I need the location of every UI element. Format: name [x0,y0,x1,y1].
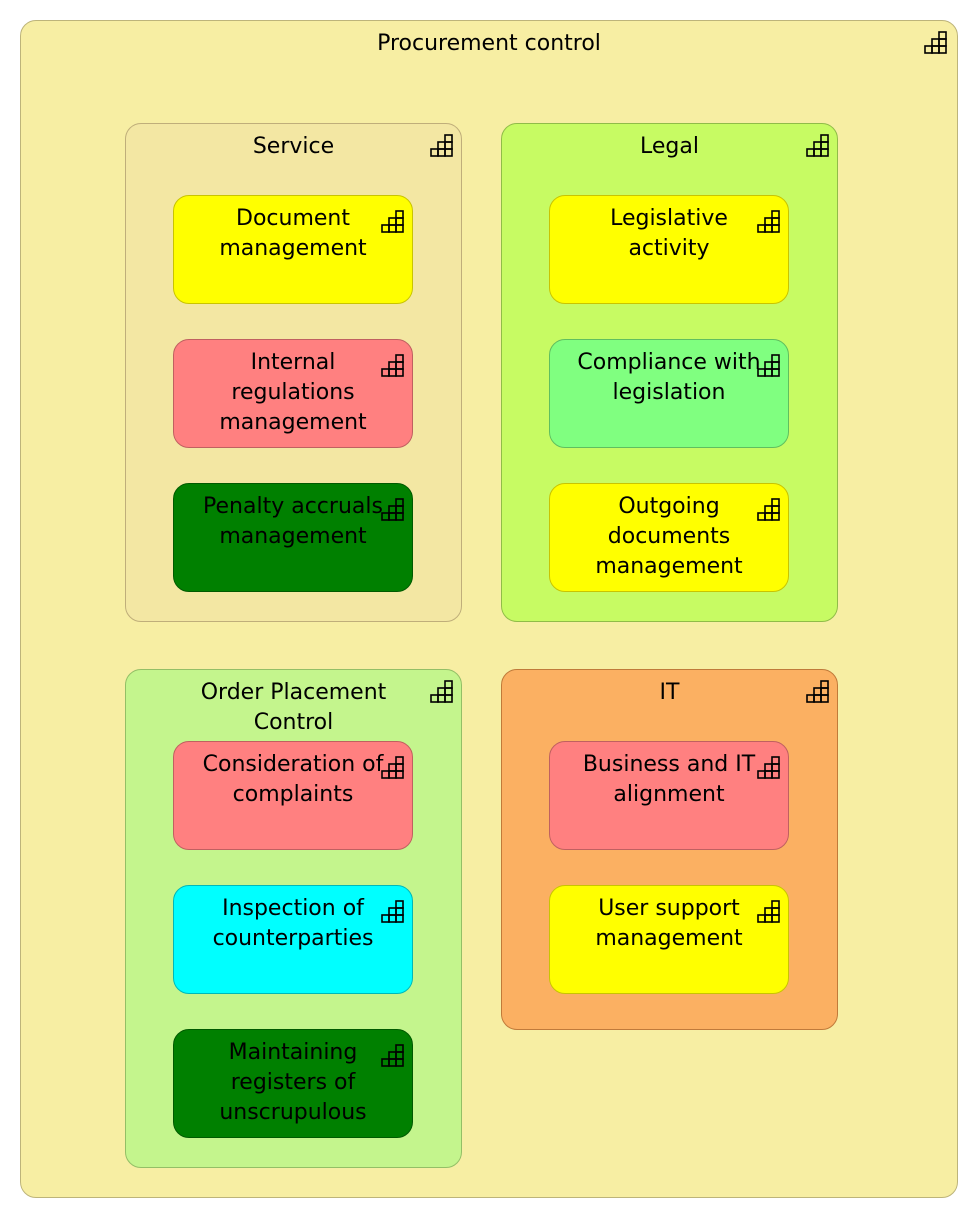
capability-maintaining-registers-of-unscrupulous[interactable]: Maintaining registers of unscrupulous [173,1029,413,1138]
group-legal[interactable]: Legal Legislative activity Compliance wi… [501,123,838,622]
capability-icon [756,898,782,924]
capability-outgoing-documents-management[interactable]: Outgoing documents management [549,483,789,592]
capability-icon [380,898,406,924]
capability-label: Penalty accruals management [203,494,383,549]
capability-label: Document management [219,206,367,261]
capability-label: Compliance with legislation [577,350,761,405]
capability-label: Maintaining registers of unscrupulous [219,1040,367,1125]
capability-procurement-control[interactable]: Procurement control Service Document man… [20,20,958,1198]
capability-inspection-of-counterparties[interactable]: Inspection of counterparties [173,885,413,994]
capability-label: Business and IT alignment [582,752,756,807]
capability-user-support-management[interactable]: User support management [549,885,789,994]
capability-document-management[interactable]: Document management [173,195,413,304]
group-label: Legal [640,134,699,159]
capability-icon [756,754,782,780]
capability-icon [923,29,949,55]
group-label: Service [252,134,335,159]
capability-label: Consideration of complaints [202,752,384,807]
group-order-placement-control[interactable]: Order Placement Control Consideration of… [125,669,462,1168]
capability-compliance-with-legislation[interactable]: Compliance with legislation [549,339,789,448]
capability-icon [756,496,782,522]
group-label: IT [659,680,680,705]
capability-label: Legislative activity [610,206,728,261]
capability-icon [429,132,455,158]
capability-icon [805,678,831,704]
capability-icon [429,678,455,704]
group-label: Order Placement Control [200,680,387,735]
capability-label: Internal regulations management [219,350,367,435]
capability-consideration-of-complaints[interactable]: Consideration of complaints [173,741,413,850]
capability-icon [380,1042,406,1068]
capability-icon [805,132,831,158]
capability-label: Inspection of counterparties [212,896,374,951]
capability-icon [756,352,782,378]
capability-title: Procurement control [377,31,601,56]
capability-business-and-it-alignment[interactable]: Business and IT alignment [549,741,789,850]
capability-legislative-activity[interactable]: Legislative activity [549,195,789,304]
capability-internal-regulations-management[interactable]: Internal regulations management [173,339,413,448]
group-service[interactable]: Service Document management Internal reg… [125,123,462,622]
capability-penalty-accruals-management[interactable]: Penalty accruals management [173,483,413,592]
capability-icon [756,208,782,234]
capability-label: User support management [595,896,743,951]
capability-label: Outgoing documents management [595,494,743,579]
capability-icon [380,208,406,234]
capability-icon [380,754,406,780]
capability-icon [380,496,406,522]
capability-icon [380,352,406,378]
group-it[interactable]: IT Business and IT alignment User suppor… [501,669,838,1030]
